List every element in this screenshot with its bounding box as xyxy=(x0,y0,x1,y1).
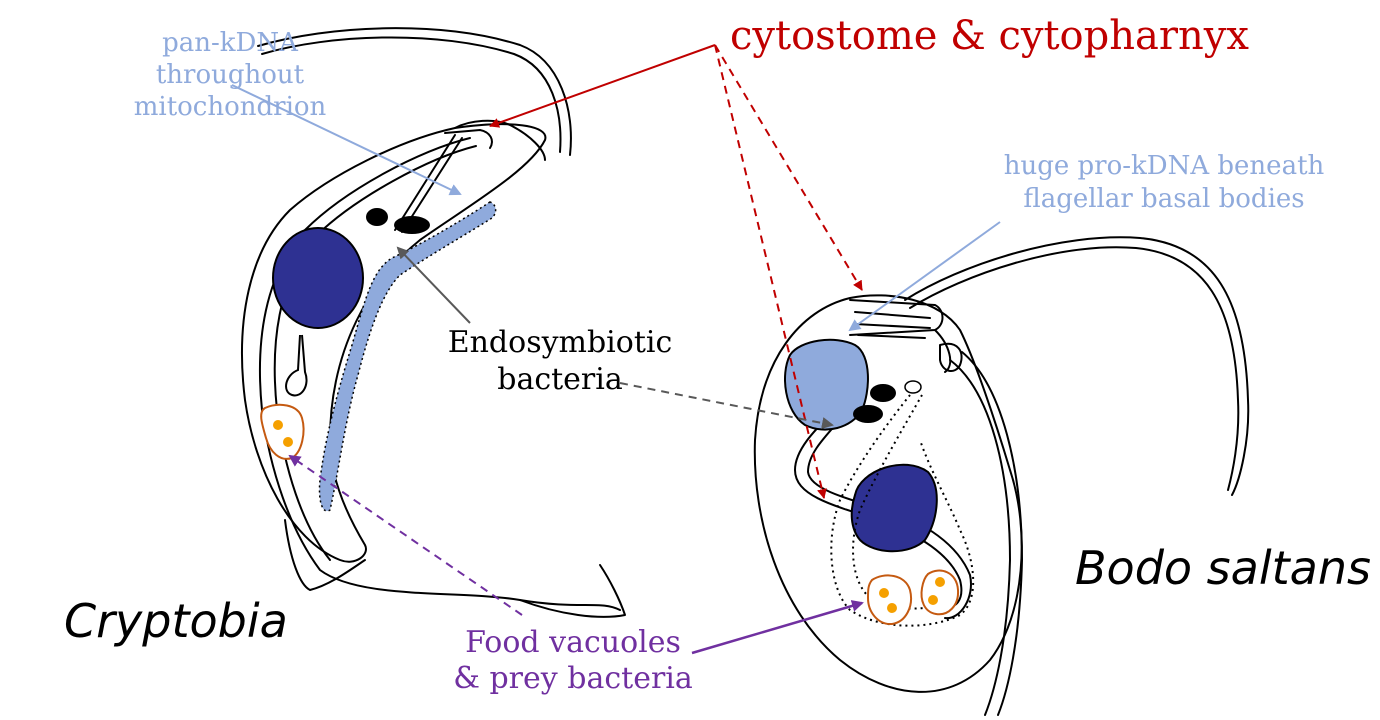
cytostome-label: cytostome & cytopharnyx xyxy=(730,16,1249,56)
bodo-nucleus xyxy=(852,465,937,552)
bodo-prey-bacterium xyxy=(887,603,897,613)
pro-kdna-line-2: flagellar basal bodies xyxy=(968,183,1360,216)
endosymbiotic-line-1: Endosymbiotic xyxy=(425,325,695,362)
cryptobia-prey-bacterium xyxy=(283,437,293,447)
food-vacuoles-line-1: Food vacuoles xyxy=(432,625,714,661)
bodo-prey-bacterium xyxy=(935,577,945,587)
cytostome-arrow-bodo-pharynx xyxy=(715,45,824,498)
bodo-food-vacuole xyxy=(868,575,911,624)
pro-kdna-label: huge pro-kDNA beneath flagellar basal bo… xyxy=(968,150,1360,215)
cryptobia-title: Cryptobia xyxy=(64,598,288,644)
bodo-endosymbiont xyxy=(853,405,883,423)
pan-kdna-line-3: mitochondrion xyxy=(120,92,340,124)
endosymbiotic-line-2: bacteria xyxy=(425,362,695,399)
bodo-prey-bacterium xyxy=(928,595,938,605)
bodo-title: Bodo saltans xyxy=(1075,545,1371,591)
food-vacuoles-label: Food vacuoles & prey bacteria xyxy=(432,625,714,697)
cytostome-arrow-cryptobia xyxy=(490,45,715,126)
cryptobia-endosymbiont xyxy=(394,216,430,234)
cryptobia-prey-bacterium xyxy=(273,420,283,430)
food-vacuoles-line-2: & prey bacteria xyxy=(432,661,714,697)
endosymbiotic-label: Endosymbiotic bacteria xyxy=(425,325,695,398)
pan-kdna-line-1: pan-kDNA xyxy=(120,28,340,60)
food-arrow-bodo xyxy=(692,603,862,653)
bodo-cell xyxy=(755,237,1248,715)
pan-kdna-line-2: throughout xyxy=(120,60,340,92)
pan-kdna-label: pan-kDNA throughout mitochondrion xyxy=(120,28,340,124)
cryptobia-basal-body xyxy=(366,208,388,226)
endosym-arrow-cryptobia xyxy=(398,248,470,323)
pro-kdna-line-1: huge pro-kDNA beneath xyxy=(968,150,1360,183)
cytostome-arrow-bodo-pocket xyxy=(715,45,862,290)
bodo-contractile-vacuole xyxy=(905,381,921,393)
cryptobia-food-vacuole xyxy=(261,405,303,459)
cryptobia-nucleus xyxy=(273,228,363,328)
bodo-prey-bacterium xyxy=(879,588,889,598)
bodo-endosymbiont xyxy=(870,384,896,402)
cryptobia-posterior-bulb xyxy=(286,335,306,395)
